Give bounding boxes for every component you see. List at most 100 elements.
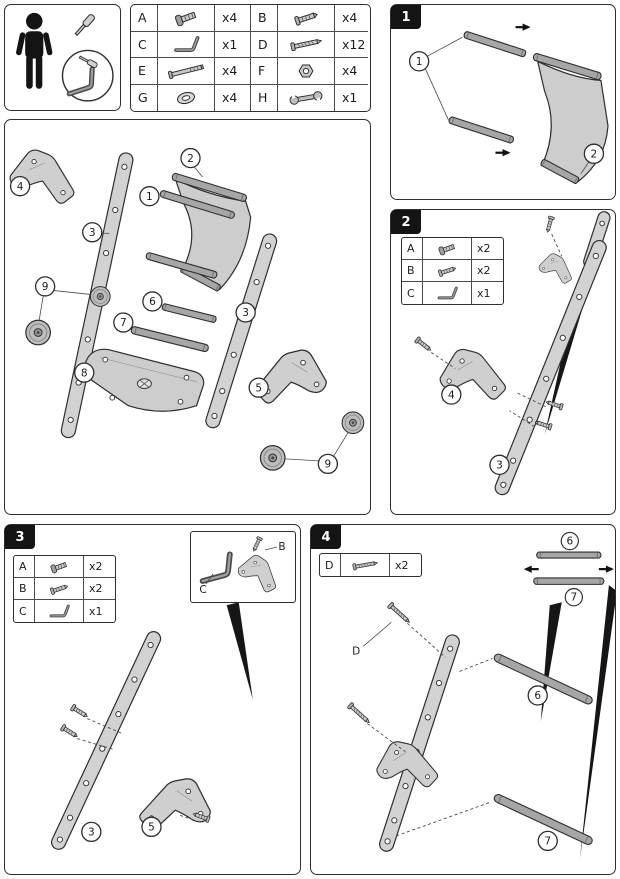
part-qty-cell: x4 <box>215 58 251 85</box>
exploded-view-panel: 4 3 9 2 1 <box>4 119 371 515</box>
step-number-badge: 2 <box>391 210 421 234</box>
screw-label: B <box>278 541 285 553</box>
svg-text:1: 1 <box>416 56 423 68</box>
screwdriver-icon <box>78 55 98 69</box>
part-letter-cell: D <box>320 554 341 576</box>
svg-text:6: 6 <box>566 536 573 548</box>
rod <box>447 115 515 145</box>
part-qty-cell: x4 <box>215 5 251 32</box>
allen-key-icon <box>423 282 472 304</box>
svg-text:3: 3 <box>242 307 249 319</box>
svg-text:4: 4 <box>448 389 455 401</box>
callout-7: 7 <box>564 588 583 607</box>
svg-text:8: 8 <box>81 367 88 379</box>
svg-text:5: 5 <box>148 822 155 834</box>
screw <box>346 701 372 726</box>
part-qty-cell: x2 <box>84 556 115 578</box>
svg-text:6: 6 <box>534 690 541 702</box>
tools-detail-circle <box>63 49 114 102</box>
part-letter-cell: C <box>402 282 423 304</box>
svg-text:9: 9 <box>42 281 49 293</box>
part-qty-cell: x1 <box>215 31 251 58</box>
wheel <box>25 319 52 346</box>
svg-text:3: 3 <box>496 460 503 472</box>
step-number-badge: 3 <box>5 525 35 549</box>
svg-text:1: 1 <box>146 191 153 203</box>
svg-text:7: 7 <box>544 836 551 848</box>
pointer-wedge <box>579 585 615 860</box>
step-4-panel: 4 D x2 6 7 <box>310 524 616 875</box>
svg-text:7: 7 <box>120 317 127 329</box>
callout-5: 5 <box>141 816 162 838</box>
part-letter-cell: D <box>251 31 278 58</box>
screw <box>386 601 413 626</box>
part-qty-cell: x4 <box>335 5 368 32</box>
svg-text:5: 5 <box>255 382 262 394</box>
base-plate <box>84 348 205 412</box>
part-letter-cell: H <box>251 84 278 111</box>
screw <box>544 215 555 234</box>
part-letter-cell: E <box>131 58 158 85</box>
parts-table: A x4 B x4 C x1 D x12 E x4 F x4 G x4 H x1 <box>130 4 371 112</box>
rod-detail-inset: 6 7 <box>523 531 614 607</box>
callout-7: 7 <box>537 830 558 852</box>
screwdriver-icon <box>74 14 95 36</box>
insert-arrow-icon <box>515 23 531 31</box>
svg-text:9: 9 <box>325 459 332 471</box>
hardware-label: D <box>352 645 360 657</box>
callout-7: 7 <box>113 312 134 333</box>
rail <box>378 634 460 852</box>
svg-text:7: 7 <box>570 592 577 604</box>
safety-info-panel <box>4 4 121 111</box>
callout-4: 4 <box>9 175 31 197</box>
safety-panel-graphic <box>16 12 114 102</box>
step-3-hardware-table: A x2 B x2 C x1 <box>13 555 116 623</box>
wheel <box>89 286 111 307</box>
pan-head-bolt-icon <box>158 5 215 32</box>
callout-3: 3 <box>489 454 510 476</box>
part-letter-cell: B <box>14 578 35 600</box>
rod-7 <box>533 577 605 585</box>
part-qty-cell: x12 <box>335 32 368 58</box>
callout-1: 1 <box>408 51 430 72</box>
slide-arrow-icon <box>523 565 539 573</box>
rail <box>50 631 162 850</box>
callout-8: 8 <box>74 362 95 383</box>
step-4-diagram: 6 7 D <box>346 531 615 860</box>
machine-screw-icon <box>423 260 472 282</box>
callout-3: 3 <box>82 222 103 243</box>
rod <box>462 30 527 58</box>
step-2-hardware-table: A x2 B x2 C x1 <box>401 237 504 305</box>
slide-arrow-icon <box>598 565 614 573</box>
svg-text:4: 4 <box>17 181 24 193</box>
svg-text:3: 3 <box>89 227 96 239</box>
rod-6 <box>536 551 602 559</box>
screw <box>413 336 434 354</box>
callout-6: 6 <box>560 531 579 551</box>
oval-washer-icon <box>158 84 215 111</box>
pointer-wedge <box>226 602 253 700</box>
screw <box>250 535 263 553</box>
callout-3: 3 <box>235 302 256 323</box>
person-icon <box>16 12 53 89</box>
rod-6 <box>161 302 218 324</box>
step-number-badge: 1 <box>391 5 421 29</box>
insert-arrow-icon <box>495 149 511 157</box>
corner-bracket <box>254 345 330 409</box>
step-3-detail-diagram: B C <box>191 535 286 596</box>
part-qty-cell: x4 <box>215 84 251 111</box>
corner-bracket <box>234 551 283 595</box>
part-qty-cell: x1 <box>89 604 103 618</box>
part-qty-cell: x2 <box>472 260 503 282</box>
step-number-badge: 4 <box>311 525 341 549</box>
wrench-icon <box>278 84 335 111</box>
svg-text:2: 2 <box>187 153 194 165</box>
callout-2: 2 <box>180 147 201 169</box>
part-qty-cell: x4 <box>335 58 368 85</box>
screw <box>69 703 90 720</box>
part-qty-cell: x1 <box>477 286 491 300</box>
allen-key-icon <box>158 31 215 58</box>
svg-text:2: 2 <box>591 148 598 160</box>
machine-screw-icon <box>278 5 335 32</box>
step-3-diagram: 3 5 <box>50 602 253 850</box>
